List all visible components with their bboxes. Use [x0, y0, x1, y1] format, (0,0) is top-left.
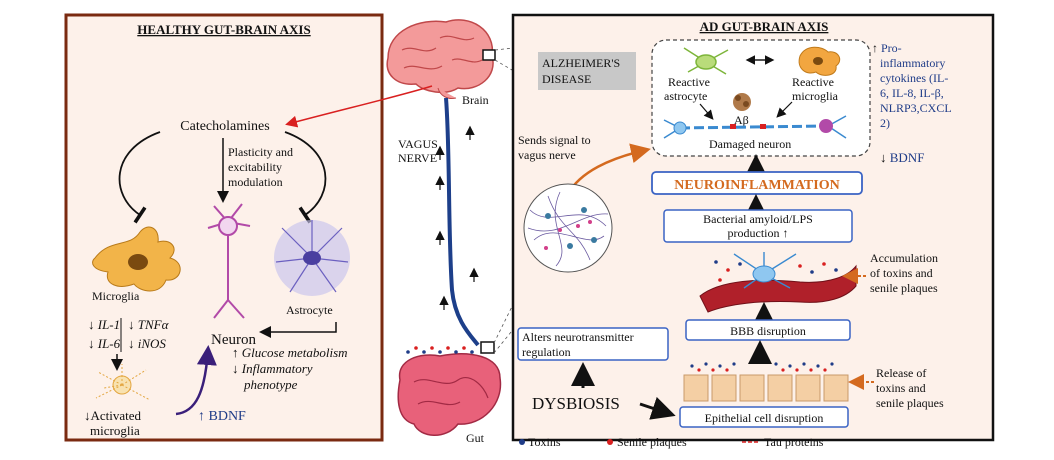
- accumulation-line3: senile plaques: [870, 281, 938, 295]
- astrocyte-label: Astrocyte: [286, 303, 333, 317]
- svg-text:cytokines (IL-: cytokines (IL-: [880, 71, 948, 85]
- plasticity-line1: Plasticity and: [228, 145, 293, 159]
- accumulation-line1: Accumulation: [870, 251, 938, 265]
- release-line2: toxins and: [876, 381, 926, 395]
- reactive-microglia-cell: [798, 46, 841, 76]
- svg-text:6, IL-8, IL-β,: 6, IL-8, IL-β,: [880, 86, 944, 100]
- effect-phenotype: phenotype: [243, 377, 298, 392]
- ad-bdnf: ↓ BDNF: [880, 150, 924, 165]
- alzheimers-line2: DISEASE: [542, 72, 591, 86]
- alters-line2: regulation: [522, 345, 571, 359]
- bbb-label: BBB disruption: [730, 324, 806, 338]
- bbb-vessel-illustration: [699, 252, 857, 313]
- microbiota-illustration: [523, 183, 613, 273]
- release-line3: senile plaques: [876, 396, 944, 410]
- svg-text:inflammatory: inflammatory: [880, 56, 945, 70]
- gut-toxin-dots: [406, 346, 474, 354]
- vagus-label-line2: NERVE: [398, 151, 437, 165]
- release-line1: Release of: [876, 366, 926, 380]
- gut-zoom-box: [480, 341, 495, 354]
- gut-illustration: [397, 353, 502, 436]
- plasticity-line2: excitability: [228, 160, 282, 174]
- catecholamines-label: Catecholamines: [180, 119, 269, 134]
- svg-text:↑ Pro-: ↑ Pro-: [872, 41, 902, 55]
- brain-to-catecholamines-arrow: [285, 85, 433, 128]
- reactive-microglia-line1: Reactive: [792, 75, 834, 89]
- astrocyte-to-neuron-arrow: [259, 322, 337, 338]
- abeta-label: Aβ: [734, 113, 749, 127]
- healthy-panel: HEALTHY GUT-BRAIN AXIS Catecholamines Pl…: [64, 13, 384, 442]
- neuron-label: Neuron: [211, 332, 256, 348]
- vagus-nerve-line: [444, 97, 480, 347]
- healthy-title: HEALTHY GUT-BRAIN AXIS: [137, 22, 310, 37]
- activated-microglia-line1: ↓Activated: [84, 408, 142, 423]
- abeta-plaque: [733, 93, 751, 111]
- activated-microglia-cell: [95, 364, 151, 401]
- vagus-label-line1: VAGUS: [398, 137, 438, 151]
- inhibit-astrocyte-arrow: [284, 131, 327, 224]
- svg-text:production ↑: production ↑: [728, 226, 789, 240]
- ad-title: AD GUT-BRAIN AXIS: [700, 19, 829, 34]
- healthy-neuron-cell: [207, 203, 251, 319]
- center-axis: Brain VAGUS NERVE Gut: [285, 19, 661, 445]
- effect-glucose: ↑ Glucose metabolism: [232, 345, 348, 360]
- brain-label: Brain: [462, 93, 489, 107]
- healthy-astrocyte-cell: [274, 220, 350, 296]
- legend: Toxins Senile plaques Tau proteins: [519, 435, 824, 449]
- legend-senile: Senile plaques: [617, 435, 687, 449]
- effect-inflammatory: ↓ Inflammatory: [232, 361, 313, 376]
- microglia-cell: [92, 226, 181, 292]
- microglia-label: Microglia: [92, 289, 140, 303]
- microglia-cytokines: ↓ IL-1 ↓ IL-6 ↓ TNFα ↓ iNOS: [88, 317, 170, 352]
- cytokine-il1: ↓ IL-1: [88, 317, 120, 332]
- cytokine-tnfa: ↓ TNFα: [128, 317, 170, 332]
- alzheimers-disease-tag: ALZHEIMER'S DISEASE: [538, 52, 636, 90]
- reactive-astrocyte-line1: Reactive: [668, 75, 710, 89]
- plasticity-line3: modulation: [228, 175, 283, 189]
- brain-zoom-box: [482, 49, 496, 61]
- pro-inflammatory-cytokines: ↑ Pro- inflammatory cytokines (IL- 6, IL…: [872, 41, 952, 130]
- svg-text:2): 2): [880, 116, 890, 130]
- damaged-neuron-cell: [663, 115, 847, 139]
- inhibit-microglia-arrow: [118, 131, 161, 224]
- neuroinflammation-label: NEUROINFLAMMATION: [674, 178, 839, 193]
- alters-neurotransmitter-box: [517, 327, 669, 361]
- legend-toxins: Toxins: [528, 435, 561, 449]
- reactive-microglia-line2: microglia: [792, 89, 839, 103]
- bacterial-line1: Bacterial amyloid/LPS: [703, 212, 813, 226]
- brain-illustration: [386, 19, 494, 99]
- alzheimers-line1: ALZHEIMER'S: [542, 56, 620, 70]
- cytokine-il6: ↓ IL-6: [88, 336, 121, 351]
- accumulation-line2: of toxins and: [870, 266, 933, 280]
- dysbiosis-label: DYSBIOSIS: [532, 394, 620, 413]
- ad-panel: AD GUT-BRAIN AXIS ALZHEIMER'S DISEASE Re…: [511, 13, 995, 449]
- sends-signal-line2: vagus nerve: [518, 148, 576, 162]
- activated-microglia-line2: microglia: [90, 423, 140, 438]
- cytokine-inos: ↓ iNOS: [128, 336, 166, 351]
- alters-line1: Alters neurotransmitter: [522, 330, 634, 344]
- sends-signal-line1: Sends signal to: [518, 133, 591, 147]
- healthy-bdnf: ↑ BDNF: [198, 409, 246, 424]
- damaged-neuron-label: Damaged neuron: [709, 137, 791, 151]
- bacterial-amyloid-box: [663, 209, 853, 243]
- svg-text:NLRP3,CXCL: NLRP3,CXCL: [880, 101, 952, 115]
- legend-tau: Tau proteins: [764, 435, 824, 449]
- epithelial-cells-illustration: [683, 362, 849, 402]
- gut-label: Gut: [466, 431, 485, 445]
- reactive-astrocyte-line2: astrocyte: [664, 89, 707, 103]
- epithelial-box: [679, 406, 849, 428]
- epithelial-label: Epithelial cell disruption: [705, 411, 824, 425]
- reactive-astrocyte-cell: [683, 47, 729, 75]
- bdnf-arrow: [175, 345, 217, 416]
